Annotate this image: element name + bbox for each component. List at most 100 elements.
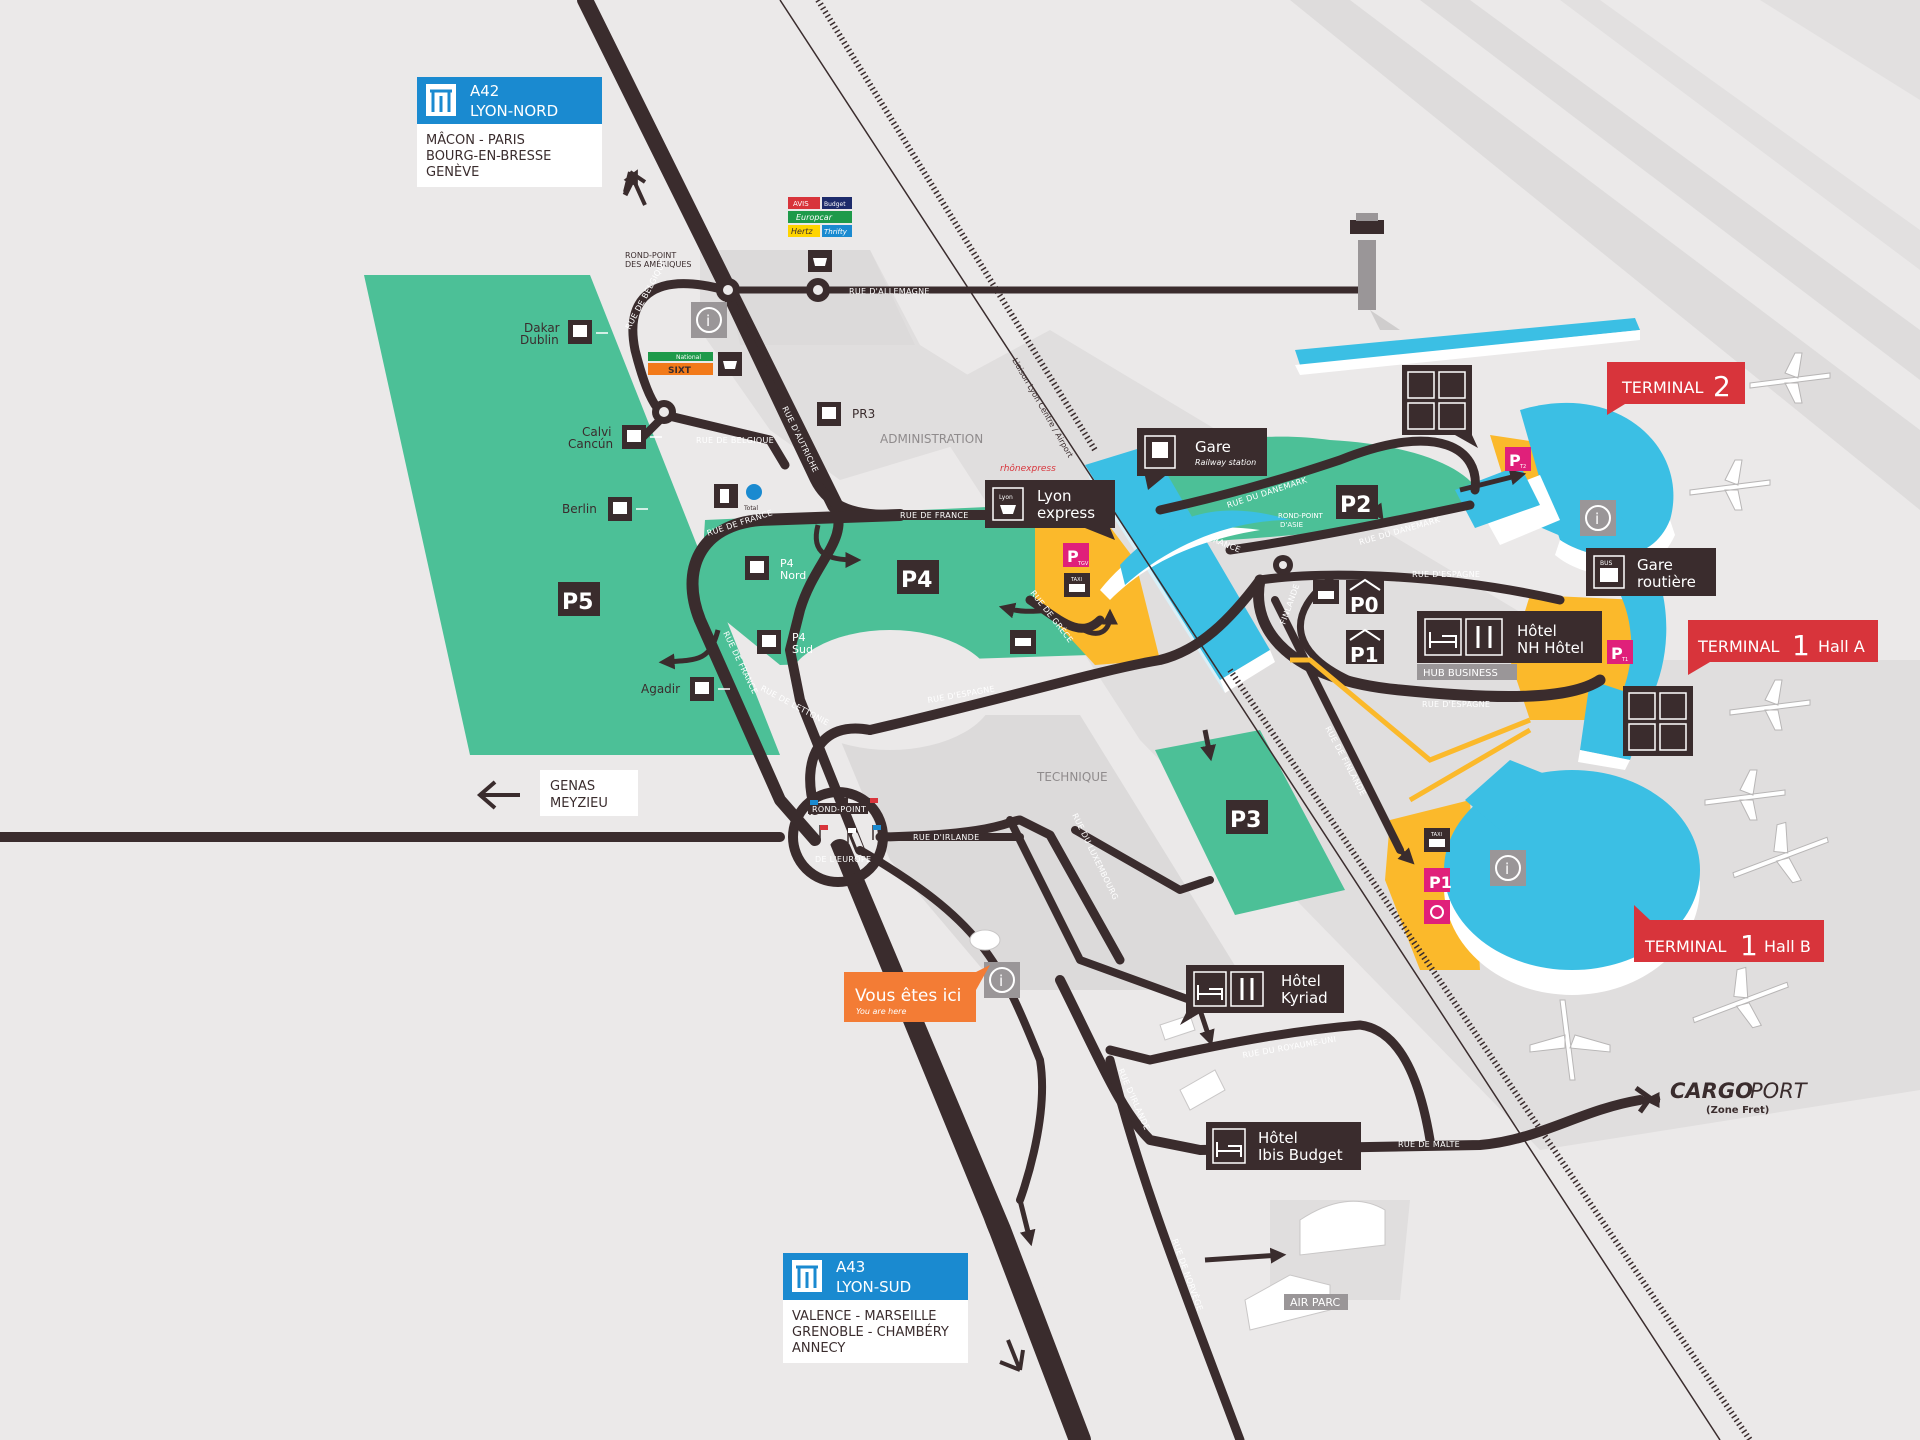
- svg-text:Agadir: Agadir: [641, 682, 680, 696]
- fuel-brand: Total: [743, 505, 758, 512]
- motorway-south-code: A43: [836, 1258, 865, 1276]
- control-tower-icon: [1350, 213, 1400, 330]
- svg-text:P5: P5: [562, 590, 593, 615]
- svg-text:DES AMÉRIQUES: DES AMÉRIQUES: [625, 258, 691, 269]
- shuttle-stop-berlin: Berlin: [562, 497, 648, 521]
- bus-icon: [1407, 402, 1435, 430]
- svg-text:Dakar: Dakar: [524, 321, 560, 335]
- svg-text:P1: P1: [1429, 873, 1452, 892]
- hotel-kyriad-line-2: Kyriad: [1281, 989, 1328, 1007]
- taxi-car-icons: TAXI TAXI P1: [1010, 573, 1452, 924]
- lyon-express-line-1: Lyon: [1037, 487, 1072, 505]
- rental-europcar: Europcar: [796, 213, 833, 222]
- shuttle-stop-dakar: Dakar Dublin: [520, 320, 608, 347]
- hotel-kyriad: Hôtel Kyriad: [1180, 965, 1344, 1025]
- you-are-here-sub: You are here: [856, 1007, 906, 1016]
- car-key-icon: [1438, 371, 1466, 399]
- hotel-nh-line-1: Hôtel: [1517, 622, 1557, 640]
- air-parc-label: AIR PARC: [1284, 1294, 1348, 1310]
- rental-avis: AVIS: [793, 200, 809, 208]
- car-rental-west: National SIXT: [648, 352, 742, 376]
- bed-icon: [1193, 971, 1227, 1007]
- bus-icon: [762, 635, 776, 647]
- shuttle-stops: Dakar Dublin Calvi Cancún Berlin Agadir …: [520, 320, 875, 701]
- svg-text:TAXI: TAXI: [1430, 832, 1442, 838]
- shuttle-stop-p4-sud: P4 Sud: [757, 630, 813, 656]
- hotel-ibis-line-2: Ibis Budget: [1258, 1146, 1343, 1164]
- svg-text:ROND-POINT: ROND-POINT: [812, 805, 866, 814]
- svg-text:P1: P1: [1350, 643, 1379, 667]
- svg-text:RUE D'IRLANDE: RUE D'IRLANDE: [913, 833, 980, 842]
- taxi-icon: TAXI: [1064, 573, 1090, 597]
- svg-text:RUE DE BELGIQUE: RUE DE BELGIQUE: [696, 436, 774, 445]
- svg-text:P4: P4: [901, 568, 932, 593]
- bus-icon: [695, 682, 709, 694]
- bus-icon: [1600, 568, 1618, 582]
- svg-text:2: 2: [1713, 370, 1731, 403]
- svg-text:RUE D'ESPAGNE: RUE D'ESPAGNE: [1412, 570, 1480, 579]
- svg-text:TERMINAL: TERMINAL: [1621, 378, 1703, 397]
- direction-sign-genas: GENAS MEYZIEU: [540, 770, 638, 816]
- svg-text:CARGO: CARGO: [1670, 1079, 1753, 1103]
- hotel-ibis-line-1: Hôtel: [1258, 1129, 1298, 1147]
- zone-technique: TECHNIQUE: [1036, 770, 1108, 784]
- svg-text:HUB BUSINESS: HUB BUSINESS: [1423, 668, 1498, 679]
- info-icon: i: [984, 962, 1020, 998]
- svg-text:P: P: [1611, 644, 1623, 663]
- arrow-genas: [476, 780, 520, 810]
- svg-text:1: 1: [1792, 629, 1810, 662]
- bus-icon: [750, 561, 764, 573]
- shuttle-icon: [1659, 723, 1687, 751]
- gare-routiere-line-2: routière: [1637, 573, 1696, 591]
- svg-text:T2: T2: [1519, 464, 1526, 470]
- svg-text:RUE DE MALTE: RUE DE MALTE: [1398, 1140, 1460, 1149]
- svg-text:Nord: Nord: [780, 569, 806, 582]
- bus-icon: [613, 502, 627, 514]
- svg-text:T1: T1: [1621, 657, 1628, 663]
- gare-routiere-line-1: Gare: [1637, 556, 1673, 574]
- svg-text:P4: P4: [780, 557, 794, 570]
- parking-p0: P0: [1346, 578, 1384, 617]
- roundabout-nodes: [652, 278, 1293, 575]
- gare-railway-station: Gare Railway station: [1137, 428, 1267, 490]
- rental-sixt: SIXT: [668, 366, 692, 376]
- walkways: [1290, 657, 1532, 803]
- motorway-north-line-2: BOURG-EN-BRESSE: [426, 149, 551, 164]
- bus-icon: [1628, 723, 1656, 751]
- svg-text:AIR PARC: AIR PARC: [1290, 1296, 1340, 1309]
- shuttle-stop-pr3: PR3: [817, 402, 875, 426]
- genas-line-1: GENAS: [550, 779, 595, 794]
- shuttle-stop-agadir: Agadir: [641, 677, 730, 701]
- gare-routiere: BUS Gare routière: [1586, 548, 1716, 596]
- parking-p2: P2: [1336, 485, 1378, 519]
- arrow-south: [999, 1339, 1025, 1372]
- motorway-south-line-1: VALENCE - MARSEILLE: [792, 1309, 937, 1324]
- gare-name: Gare: [1195, 438, 1231, 456]
- svg-text:Dublin: Dublin: [520, 333, 559, 347]
- svg-text:D'ASIE: D'ASIE: [1280, 521, 1303, 529]
- shuttle-stop-p4-nord: P4 Nord: [745, 556, 806, 582]
- svg-text:i: i: [1505, 860, 1509, 878]
- flag-icons: [809, 798, 881, 843]
- svg-text:Berlin: Berlin: [562, 502, 597, 516]
- parking-p5-area: [364, 275, 780, 755]
- motorway-north-code: A42: [470, 82, 499, 100]
- parking-t1-icon: P1: [1424, 868, 1452, 892]
- rental-hertz: Hertz: [791, 227, 813, 236]
- svg-text:RUE D'ALLEMAGNE: RUE D'ALLEMAGNE: [849, 287, 930, 296]
- services-grid-t1a: [1623, 686, 1693, 756]
- parking-p5: P5: [558, 582, 600, 616]
- airplane-icons: [1529, 352, 1831, 1081]
- buildings: [969, 929, 1386, 1331]
- svg-text:RUE D'ESPAGNE: RUE D'ESPAGNE: [1422, 700, 1490, 709]
- hotel-nh-line-2: NH Hôtel: [1517, 639, 1584, 657]
- you-are-here-main: Vous êtes ici: [855, 986, 961, 1006]
- bus-icon: [627, 430, 641, 442]
- rental-budget: Budget: [824, 201, 846, 208]
- svg-text:TERMINAL: TERMINAL: [1644, 937, 1726, 956]
- terminal-2-label: TERMINAL 2: [1607, 362, 1745, 415]
- accessibility-icon: [1424, 900, 1450, 924]
